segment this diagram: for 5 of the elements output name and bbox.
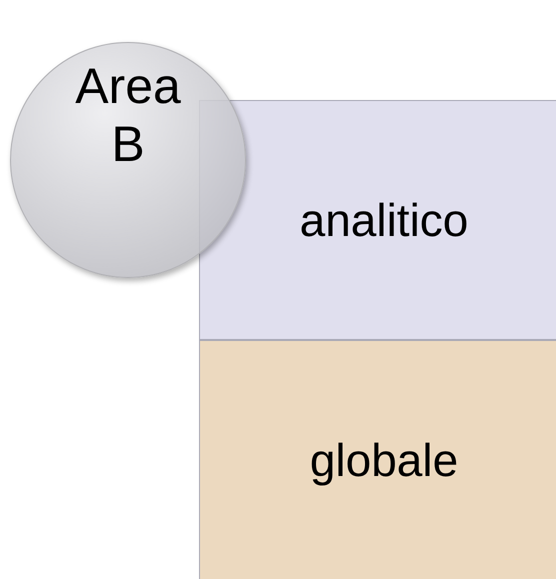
- process-box: [199, 100, 556, 340]
- process-box: [199, 340, 556, 579]
- node-label: globale: [310, 432, 458, 488]
- node-label: analitico: [300, 192, 468, 248]
- node-label: Area B: [74, 57, 182, 173]
